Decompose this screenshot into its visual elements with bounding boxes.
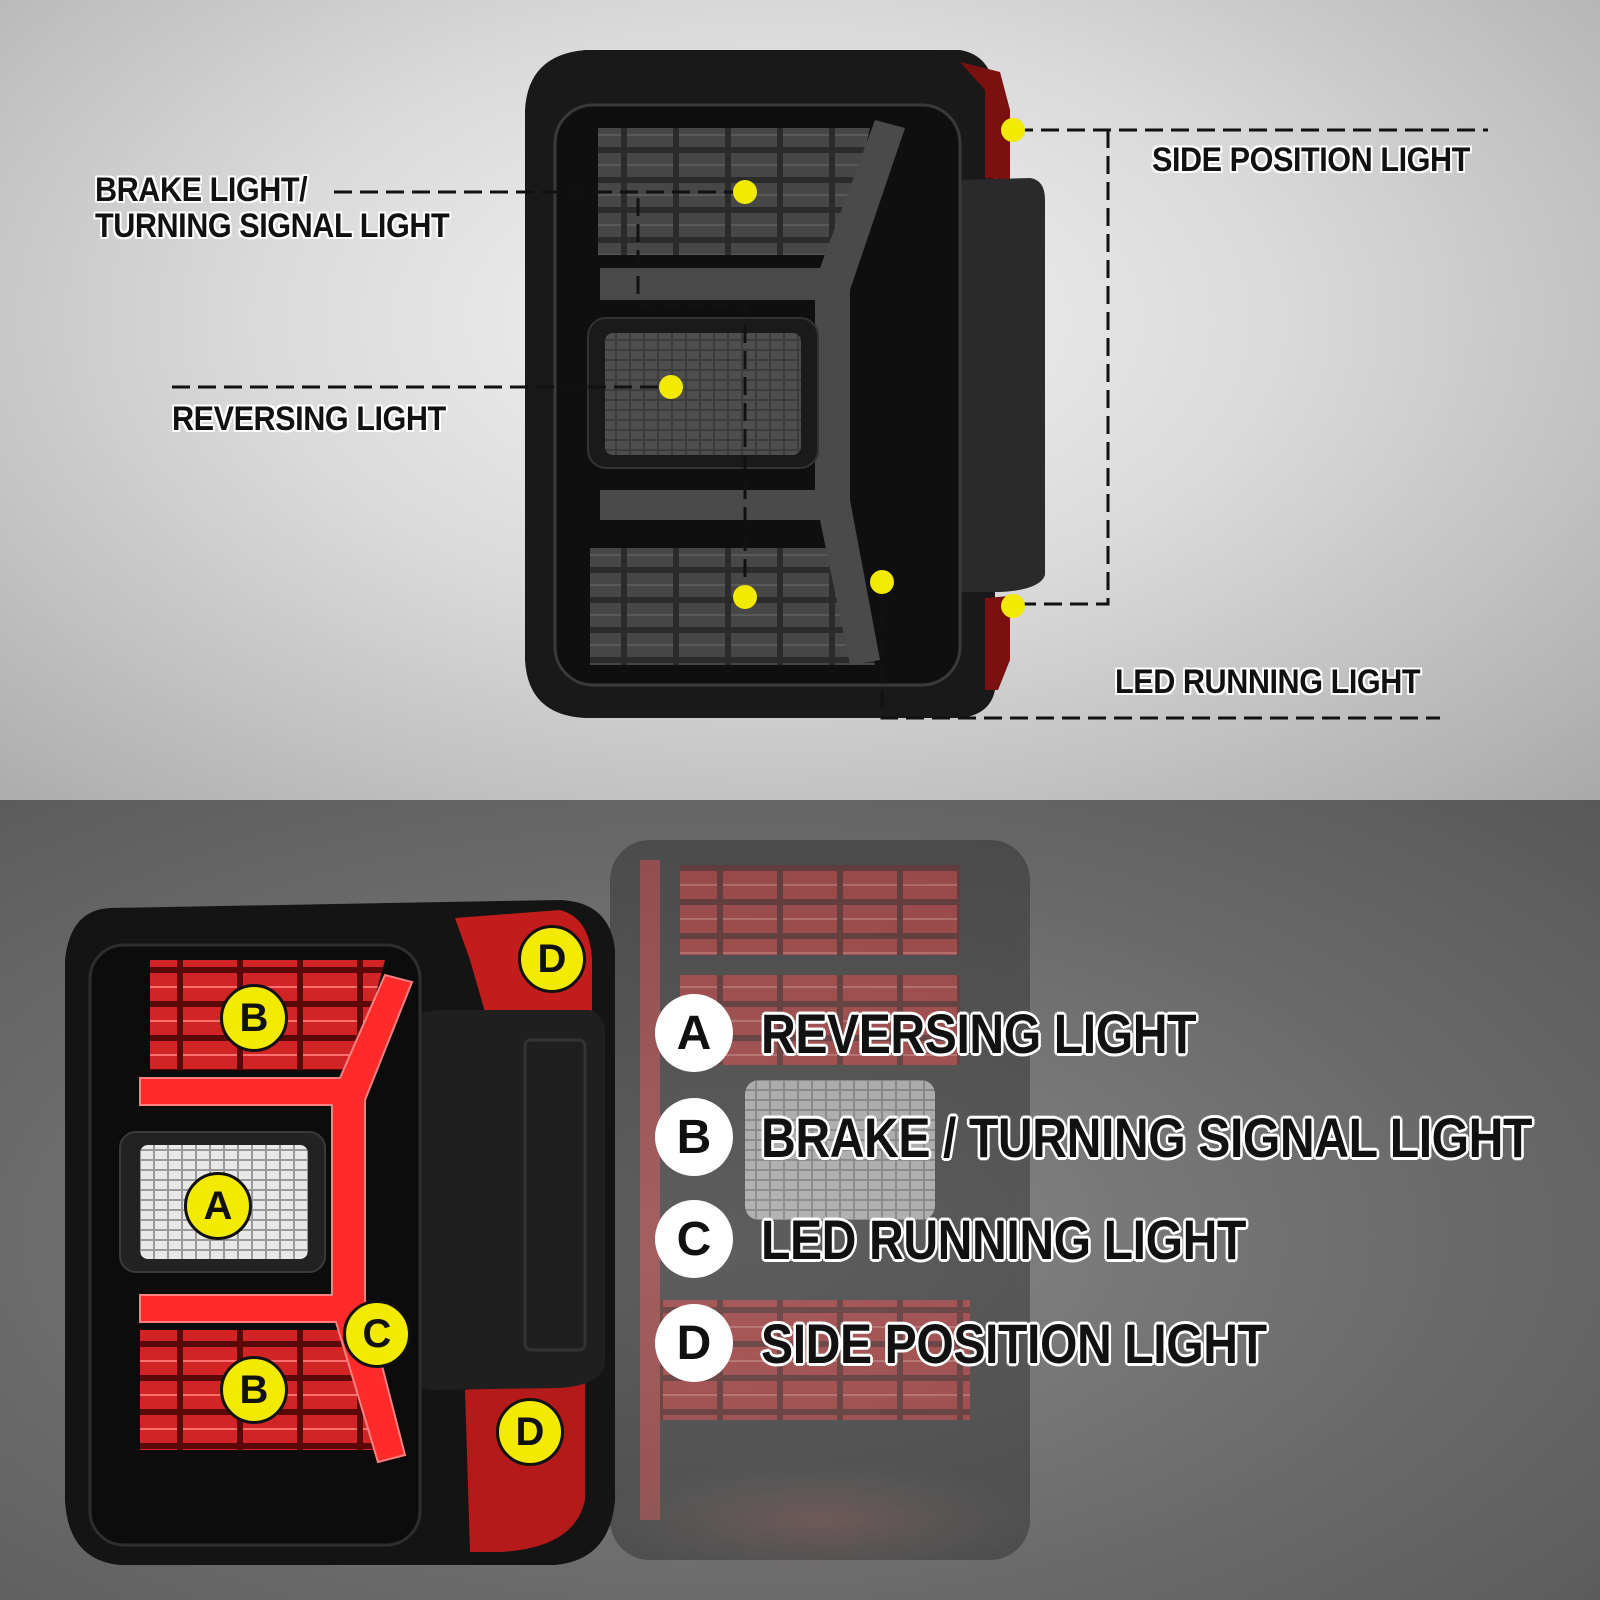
legend-row-b: B BRAKE / TURNING SIGNAL LIGHT <box>655 1096 1600 1178</box>
legend-row-d: D SIDE POSITION LIGHT <box>655 1302 1349 1384</box>
lower-led-block <box>590 548 875 665</box>
unlit-taillight-illustration <box>172 50 1488 720</box>
leader-lines <box>172 128 1488 720</box>
legend-letter-b: B <box>655 1098 733 1176</box>
marker-dots <box>659 118 1025 618</box>
legend-label-b: BRAKE / TURNING SIGNAL LIGHT <box>761 1105 1533 1169</box>
brake-callout-line1: BRAKE LIGHT/ <box>95 171 308 209</box>
lit-mount-bracket <box>400 1010 605 1390</box>
lit-taillight-illustration <box>65 840 1040 1580</box>
badge-d-bottom: D <box>496 1398 564 1466</box>
reversing-callout: REVERSING LIGHT <box>172 400 446 438</box>
legend-letter-c: C <box>655 1200 733 1278</box>
brake-callout-line2: TURNING SIGNAL LIGHT <box>95 207 450 245</box>
legend-row-c: C LED RUNNING LIGHT <box>655 1198 1325 1280</box>
legend-row-a: A REVERSING LIGHT <box>655 992 1267 1074</box>
side-position-callout: SIDE POSITION LIGHT <box>1152 141 1470 179</box>
unlit-diagram-panel: BRAKE LIGHT/ TURNING SIGNAL LIGHT REVERS… <box>0 0 1600 800</box>
lit-legend-panel: D B A C B D A REVERSING LIGHT B BRAKE / … <box>0 800 1600 1600</box>
brake-turning-callout: BRAKE LIGHT/ TURNING SIGNAL LIGHT <box>95 171 450 245</box>
mount-bracket <box>935 178 1045 592</box>
badge-b-upper: B <box>220 984 288 1052</box>
light-guide <box>600 120 905 665</box>
led-running-callout: LED RUNNING LIGHT <box>1115 663 1421 701</box>
reversing-block <box>605 333 801 455</box>
badge-b-lower: B <box>220 1356 288 1424</box>
side-lens-bottom <box>985 596 1010 690</box>
legend-letter-a: A <box>655 994 733 1072</box>
legend-label-a: REVERSING LIGHT <box>761 1001 1197 1065</box>
badge-a: A <box>184 1172 252 1240</box>
legend-letter-d: D <box>655 1304 733 1382</box>
badge-d-top: D <box>518 925 586 993</box>
badge-c: C <box>343 1300 411 1368</box>
legend-label-c: LED RUNNING LIGHT <box>761 1207 1246 1271</box>
legend-label-d: SIDE POSITION LIGHT <box>761 1311 1267 1375</box>
side-lens-top <box>960 62 1010 180</box>
